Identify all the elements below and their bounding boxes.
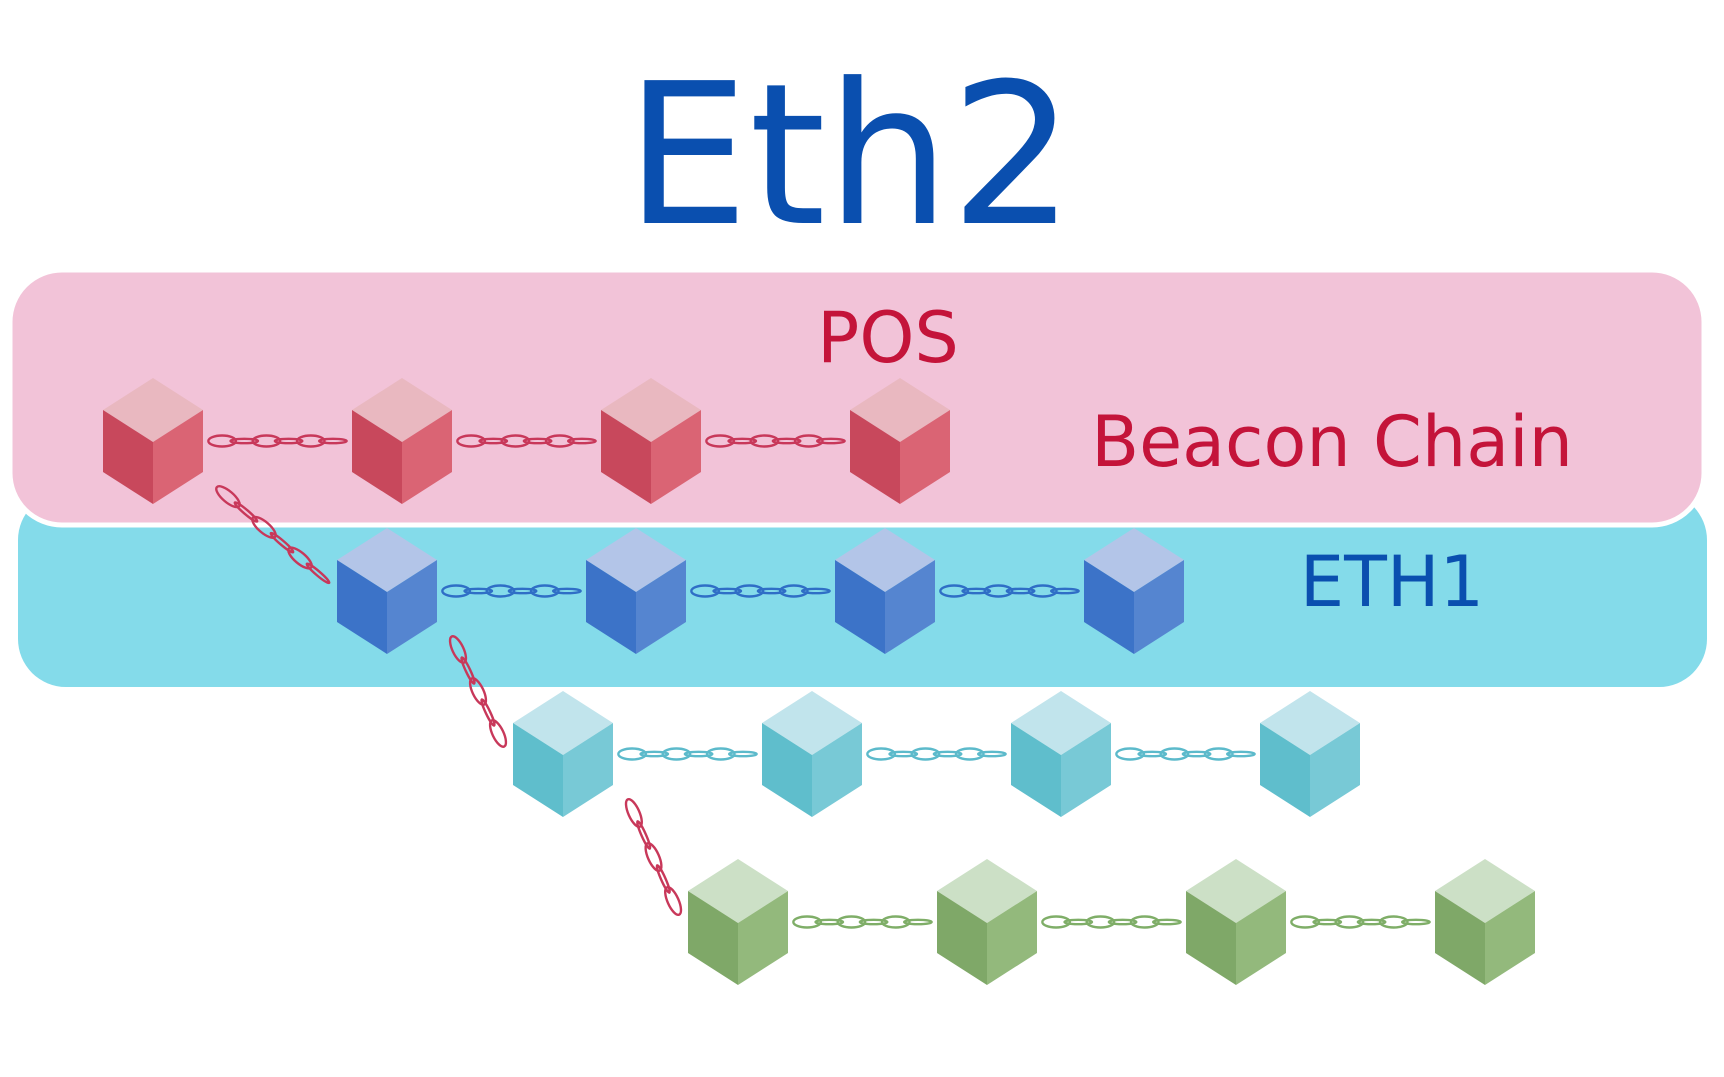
eth1-link-1 bbox=[441, 584, 582, 598]
shard-2-block-3 bbox=[1186, 859, 1286, 985]
chain-links bbox=[207, 434, 1431, 929]
beacon-block-3 bbox=[601, 378, 701, 504]
eth1-label: ETH1 bbox=[1300, 541, 1484, 623]
beacon-link-1 bbox=[207, 434, 348, 448]
pos-label: POS bbox=[817, 297, 959, 379]
eth1-block-1 bbox=[337, 528, 437, 654]
shard-1-block-4 bbox=[1260, 691, 1360, 817]
shard-2-link-3 bbox=[1290, 915, 1431, 929]
beacon-block-4 bbox=[850, 378, 950, 504]
chain-blocks bbox=[103, 378, 1535, 985]
shard-2-link-1 bbox=[792, 915, 933, 929]
shard-2-block-1 bbox=[688, 859, 788, 985]
shard-1-block-1 bbox=[513, 691, 613, 817]
shard-1-block-3 bbox=[1011, 691, 1111, 817]
beacon-block-1 bbox=[103, 378, 203, 504]
shard-2-block-4 bbox=[1435, 859, 1535, 985]
shard-2-block-2 bbox=[937, 859, 1037, 985]
crosslink-3 bbox=[624, 797, 683, 917]
beacon-link-2 bbox=[456, 434, 597, 448]
shard-1-link-3 bbox=[1115, 747, 1256, 761]
eth1-block-4 bbox=[1084, 528, 1184, 654]
shard-1-block-2 bbox=[762, 691, 862, 817]
eth1-block-3 bbox=[835, 528, 935, 654]
shard-1-link-1 bbox=[617, 747, 758, 761]
crosslink-2 bbox=[448, 635, 508, 748]
shard-1-link-2 bbox=[866, 747, 1007, 761]
beacon-link-3 bbox=[705, 434, 846, 448]
shard-2-link-2 bbox=[1041, 915, 1182, 929]
eth1-link-3 bbox=[939, 584, 1080, 598]
diagram-title: Eth2 bbox=[625, 42, 1075, 270]
beacon-block-2 bbox=[352, 378, 452, 504]
eth1-link-2 bbox=[690, 584, 831, 598]
eth1-block-2 bbox=[586, 528, 686, 654]
crosslink-1 bbox=[215, 485, 331, 585]
beacon-chain-label: Beacon Chain bbox=[1091, 401, 1573, 483]
